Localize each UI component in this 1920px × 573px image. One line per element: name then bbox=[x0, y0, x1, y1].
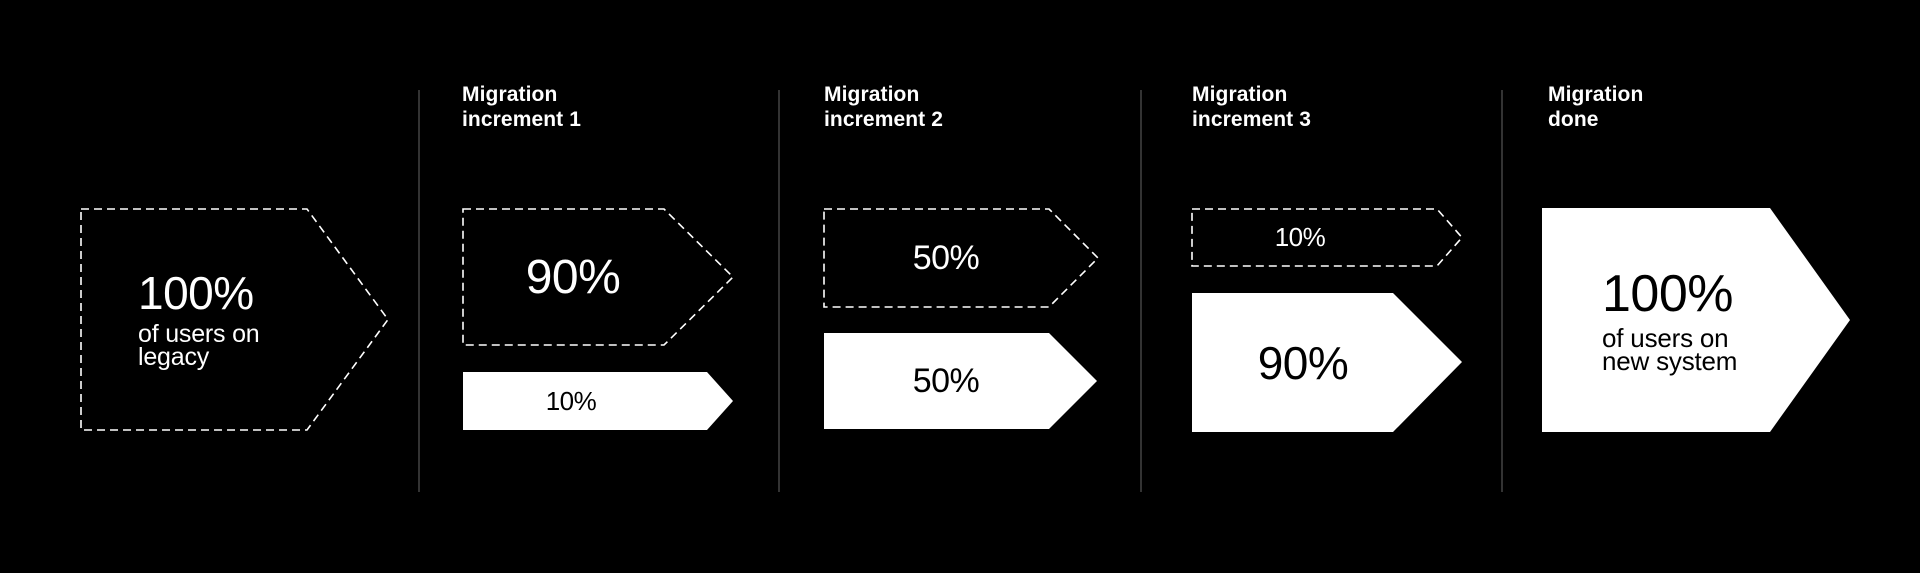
stage-title-line2: done bbox=[1548, 108, 1599, 131]
increment3-legacy-dashed-arrow bbox=[1191, 208, 1464, 267]
stage-title-line1: Migration bbox=[1192, 83, 1288, 106]
legacy-dashed-arrow bbox=[80, 208, 389, 431]
stage-title-line2: increment 3 bbox=[1192, 108, 1311, 131]
done-percent-label: 100% bbox=[1602, 264, 1734, 323]
done-solid-arrow bbox=[1542, 208, 1850, 432]
legacy-sub-line1: of users on bbox=[138, 320, 260, 348]
increment2-migrated-solid-arrow bbox=[824, 333, 1097, 429]
stage-title-line2: increment 1 bbox=[462, 108, 581, 131]
stage-title-increment-3: Migration increment 3 bbox=[1192, 82, 1311, 132]
increment3-legacy-percent-label: 10% bbox=[1274, 222, 1326, 252]
done-sub-line2: new system bbox=[1602, 345, 1738, 376]
legacy-text-block: 100% of users on legacy bbox=[138, 209, 260, 430]
stage-title-line1: Migration bbox=[1548, 83, 1644, 106]
stage-title-line2: increment 2 bbox=[824, 108, 943, 131]
legacy-percent-label: 100% bbox=[138, 267, 254, 319]
increment2-migrated-percent-label: 50% bbox=[912, 361, 980, 400]
increment1-migrated-percent-label: 10% bbox=[545, 385, 597, 416]
stage-title-line1: Migration bbox=[462, 83, 558, 106]
increment3-migrated-percent-label: 90% bbox=[1257, 336, 1349, 389]
done-text-block: 100% of users on new system bbox=[1602, 208, 1737, 432]
done-sub-line1: of users on bbox=[1602, 322, 1729, 353]
stage-title-done: Migration done bbox=[1548, 82, 1643, 132]
stage-title-increment-2: Migration increment 2 bbox=[824, 82, 943, 132]
stage-title-increment-1: Migration increment 1 bbox=[462, 82, 581, 132]
increment2-legacy-dashed-arrow bbox=[823, 208, 1100, 308]
legacy-sub-line2: legacy bbox=[138, 343, 210, 371]
increment2-legacy-percent-label: 50% bbox=[912, 238, 980, 277]
increment1-migrated-solid-arrow bbox=[463, 372, 733, 430]
increment1-legacy-dashed-arrow bbox=[462, 208, 735, 346]
increment1-legacy-percent-label: 90% bbox=[525, 250, 621, 304]
stage-title-line1: Migration bbox=[824, 83, 920, 106]
increment3-migrated-solid-arrow bbox=[1192, 293, 1462, 432]
